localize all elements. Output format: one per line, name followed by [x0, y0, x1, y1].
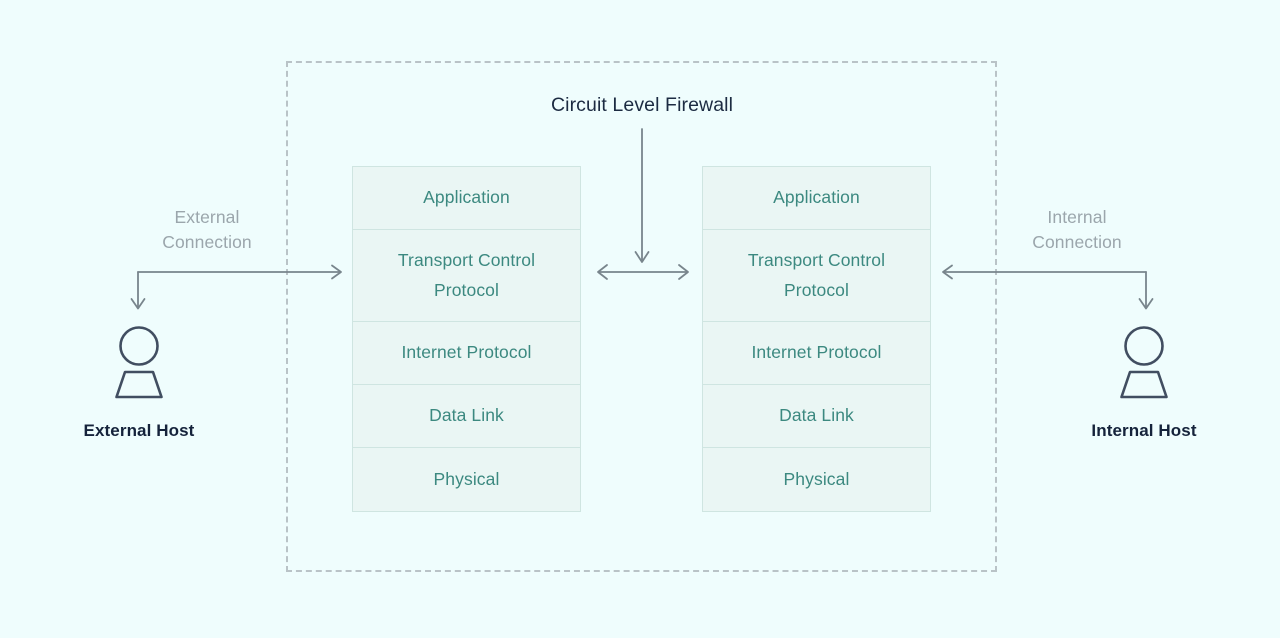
layer-physical-right: Physical [783, 468, 850, 489]
layer-tcp-left: Transport Control Protocol [353, 230, 580, 322]
layer-datalink-right: Data Link [703, 385, 930, 448]
layer-application-right: Application [703, 167, 930, 230]
internal-host-label: Internal Host [1091, 421, 1197, 440]
layer-ip-left: Internet Protocol [353, 322, 580, 385]
layer-tcp-right: Transport Control Protocol [703, 230, 930, 322]
layer-application-left: Application [353, 167, 580, 230]
external-host-group: External Host [48, 325, 230, 441]
protocol-stack-left: Application Transport Control Protocol I… [352, 166, 581, 512]
internal-connection-label-line2: Connection [1032, 231, 1122, 252]
external-connection-label: External Connection [112, 205, 302, 255]
page-title: Circuit Level Firewall [550, 94, 734, 116]
internal-connection-label-line1: Internal [1047, 207, 1107, 227]
layer-datalink-left: Data Link [353, 385, 580, 448]
internal-host-group: Internal Host [1053, 325, 1235, 441]
protocol-stack-right: Application Transport Control Protocol I… [702, 166, 931, 512]
external-host-label: External Host [83, 421, 195, 440]
external-connection-label-line2: Connection [162, 231, 252, 252]
layer-physical-left: Physical [433, 468, 500, 489]
firewall-boundary [286, 61, 997, 572]
person-icon [115, 326, 163, 399]
internal-connection-label: Internal Connection [982, 205, 1172, 255]
external-connection-label-line1: External [174, 207, 240, 227]
layer-ip-right: Internet Protocol [703, 322, 930, 385]
person-icon [1120, 326, 1168, 399]
